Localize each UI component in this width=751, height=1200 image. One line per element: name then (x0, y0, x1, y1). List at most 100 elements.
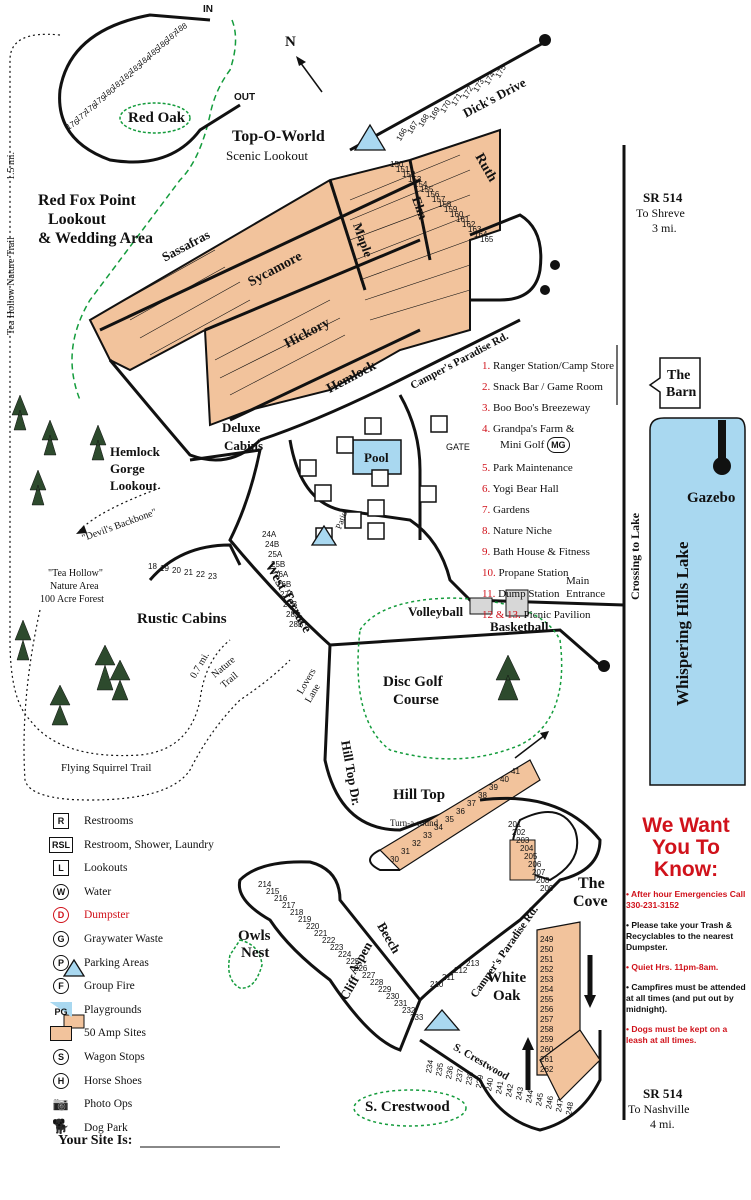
notice-title-3: Know: (653, 858, 719, 881)
site-number: 37 (467, 799, 476, 808)
out-label: OUT (234, 92, 256, 103)
gazebo-pier (718, 420, 726, 462)
graywater-waste-icon: G (48, 931, 74, 947)
deluxe-cabins-label-2: Cabins (224, 438, 264, 453)
site-number: 160 (450, 210, 464, 219)
legend-label: Dumpster (84, 909, 130, 922)
site-number: 229 (378, 985, 392, 994)
facility-boxes (299, 415, 448, 545)
cove-road (418, 796, 602, 1002)
site-number: 250 (540, 945, 554, 954)
maple-road (328, 179, 367, 291)
beech-loop (237, 860, 422, 1052)
cove-label-1: The (578, 875, 605, 892)
site-number: 32 (412, 839, 421, 848)
s-crestwood-area (353, 1089, 467, 1127)
barn-label-2: Barn (666, 385, 697, 400)
gate-label: GATE (446, 442, 470, 452)
site-number: 217 (282, 901, 296, 910)
tea-hollow-area-label-3: 100 Acre Forest (40, 594, 104, 605)
site-number: 230 (386, 992, 400, 1001)
facility-item: 8. Nature Niche (482, 525, 552, 537)
campers-paradise-road (259, 318, 521, 442)
playground-markers (62, 123, 461, 1031)
volleyball-label: Volleyball (408, 604, 464, 619)
red-oak-label: Red Oak (128, 110, 186, 126)
crossing-to-lake-label: Crossing to Lake (628, 512, 642, 600)
site-number: 227 (362, 971, 376, 980)
water-icon: W (48, 883, 74, 900)
north-arrow (299, 61, 323, 93)
trail-distance-label: 1.5 mi. (6, 151, 17, 180)
site-number: 40 (500, 775, 509, 784)
legend-label: Graywater Waste (84, 933, 164, 945)
west-terrace-road (189, 448, 332, 647)
mini-golf-badge: MG (547, 437, 570, 454)
facility-item: Mini Golf MG (500, 435, 570, 456)
site-number: 249 (540, 935, 554, 944)
site-number: 24B (265, 540, 280, 549)
main-site-block (88, 128, 501, 427)
site-number: 159 (444, 205, 458, 214)
red-oak-island (119, 102, 191, 134)
50-amp-swatch-icon (48, 1025, 74, 1041)
owls-nest-area (228, 939, 263, 989)
site-number: 232 (402, 1006, 416, 1015)
flying-squirrel-label: Flying Squirrel Trail (61, 762, 152, 774)
sr514-north-label-1: SR 514 (643, 190, 683, 205)
playground-icon: PG (48, 1002, 74, 1018)
site-number: 255 (540, 995, 554, 1004)
gazebo-marker (713, 457, 731, 475)
site-number: 36 (456, 807, 465, 816)
facility-item: 2. Snack Bar / Game Room (482, 381, 603, 393)
legend-row: 📷Photo Ops (48, 1095, 132, 1113)
notice-item: • Please take your Trash & Recyclables t… (626, 920, 734, 952)
sr514-south-label-1: SR 514 (643, 1086, 683, 1101)
sr514-north-label-3: 3 mi. (652, 221, 677, 235)
legend-row: G Graywater Waste (48, 930, 163, 948)
site-number: 219 (298, 915, 312, 924)
site-number: 157 (432, 195, 446, 204)
site-number: 213 (466, 959, 480, 968)
site-number: 18 (148, 562, 157, 571)
site-number: 28B (289, 620, 304, 629)
site-number: 156 (426, 190, 440, 199)
site-number: 253 (540, 975, 554, 984)
site-number: 38 (478, 791, 487, 800)
site-number: 208 (536, 876, 550, 885)
site-number: 35 (445, 815, 454, 824)
sycamore-road (99, 178, 421, 332)
disc-golf-label-1: Disc Golf (383, 674, 443, 690)
site-number: 20 (172, 566, 181, 575)
site-number: 214 (258, 880, 272, 889)
main-block-grid (119, 154, 471, 396)
top-o-world-label: Top-O-World (232, 128, 325, 145)
sr514-south-label-3: 4 mi. (650, 1117, 675, 1131)
notice-item: • Dogs must be kept on a leash at all ti… (626, 1024, 728, 1045)
site-number: 154 (414, 180, 428, 189)
facility-item: 5. Park Maintenance (482, 462, 573, 474)
site-number: 28A (286, 610, 301, 619)
tea-hollow-trail-label: Tea Hollow Nature Trail (6, 237, 17, 335)
legend-label: Horse Shoes (84, 1074, 142, 1087)
site-number: 27B (283, 600, 298, 609)
dicks-drive-road (349, 40, 546, 152)
your-site-label: Your Site Is: (58, 1133, 133, 1148)
site-number: 222 (322, 936, 336, 945)
north-label: N (285, 34, 296, 50)
legend-label: Water (84, 885, 112, 898)
facility-item: 6. Yogi Bear Hall (482, 483, 559, 495)
facility-item: 4. Grandpa's Farm & (482, 423, 575, 435)
site-number: 254 (540, 985, 554, 994)
facility-item: 3. Boo Boo's Breezeway (482, 402, 591, 414)
dumpster-icon: D (48, 907, 74, 924)
site-number: 164 (474, 230, 488, 239)
facility-item: 7. Gardens (482, 504, 530, 516)
site-number: 205 (524, 852, 538, 861)
